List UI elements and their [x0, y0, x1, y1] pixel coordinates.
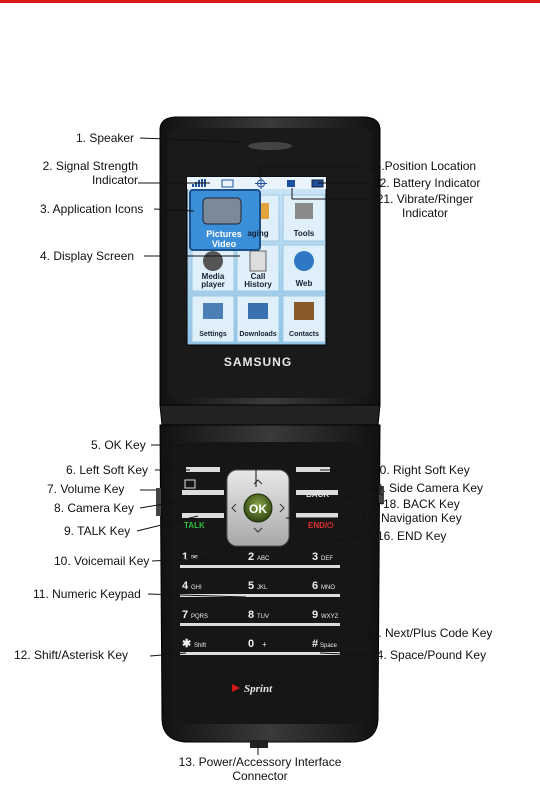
label-talk-key: 9. TALK Key	[64, 524, 131, 538]
right-soft-key	[296, 467, 330, 472]
downloads-icon	[248, 303, 268, 319]
power-accessory-connector	[250, 740, 268, 748]
talk-key	[182, 513, 224, 518]
svg-text:✱: ✱	[182, 638, 191, 650]
end-key	[296, 513, 338, 518]
label-voicemail-key: 10. Voicemail Key	[54, 554, 150, 568]
svg-text:5: 5	[248, 580, 254, 592]
nav-left-arrow-icon	[231, 503, 237, 513]
top-red-rule	[0, 0, 540, 3]
left-soft-key	[186, 467, 220, 472]
app-label-tools: Tools	[293, 229, 315, 238]
numeric-keypad: 1 ✉ 2 ABC 3 DEF 4 GHI 5 JKL 6 MNO 7 PQRS…	[180, 551, 340, 655]
lower-body: BACK TALK END/⏻ OK 1 ✉ 2 ABC 3 DEF 4 GHI…	[156, 424, 384, 748]
label-side-camera-key: 19. Side Camera Key	[369, 481, 484, 495]
svg-text:Space: Space	[320, 643, 338, 649]
svg-text:PQRS: PQRS	[191, 614, 208, 620]
label-space-pound: 14. Space/Pound Key	[370, 648, 487, 662]
camera-key	[182, 490, 224, 495]
svg-text:WXYZ: WXYZ	[321, 614, 339, 620]
web-icon	[294, 251, 314, 271]
label-shift-asterisk: 12. Shift/Asterisk Key	[14, 648, 129, 662]
nav-down-arrow-icon	[253, 527, 263, 533]
media-player-icon	[203, 251, 223, 271]
svg-text:0: 0	[248, 638, 254, 650]
upper-flip: SAMSUNG	[159, 116, 381, 406]
message-status-icon	[221, 179, 234, 188]
app-label-downloads: Downloads	[239, 331, 277, 338]
svg-text:2: 2	[248, 551, 254, 563]
svg-text:#: #	[312, 638, 318, 650]
nav-up-arrow-icon	[253, 479, 263, 485]
label-battery-indicator: 22. Battery Indicator	[373, 176, 481, 190]
app-label-settings: Settings	[199, 331, 227, 338]
app-grid	[189, 189, 326, 343]
svg-text:3: 3	[312, 551, 318, 563]
tools-icon	[295, 203, 313, 219]
nav-right-arrow-icon	[279, 503, 285, 513]
carrier-logo: Sprint	[244, 683, 273, 695]
app-label-contacts: Contacts	[289, 331, 319, 338]
label-application-icons: 3. Application Icons	[40, 202, 144, 216]
svg-text:6: 6	[312, 580, 318, 592]
hinge	[159, 404, 381, 426]
svg-text:Shift: Shift	[194, 643, 206, 649]
svg-text:ABC: ABC	[257, 556, 270, 562]
svg-text:+: +	[262, 640, 267, 649]
label-ok-key: 5. OK Key	[91, 438, 146, 452]
position-location-icon	[255, 178, 267, 189]
label-back-key: 18. BACK Key	[383, 497, 460, 511]
label-next-plus: 15. Next/Plus Code Key	[365, 626, 493, 640]
svg-text:✉: ✉	[191, 553, 198, 562]
app-label-web: Web	[295, 279, 313, 288]
label-camera-key: 8. Camera Key	[54, 501, 135, 515]
svg-text:4: 4	[182, 580, 189, 592]
brand-logo: SAMSUNG	[224, 355, 292, 369]
svg-text:8: 8	[248, 609, 254, 621]
ok-key	[243, 493, 273, 523]
label-end-key: 16. END Key	[377, 529, 447, 543]
call-history-icon	[249, 250, 267, 272]
speaker-grille	[248, 142, 292, 150]
settings-icon	[203, 303, 223, 319]
sprint-logo-icon	[232, 684, 240, 692]
svg-text:GHI: GHI	[191, 585, 202, 591]
side-camera-key	[379, 486, 384, 504]
contacts-icon	[294, 302, 314, 320]
svg-text:9: 9	[312, 609, 318, 621]
svg-text:1: 1	[182, 551, 188, 563]
vibrate-ringer-icon	[287, 180, 295, 187]
label-position-location: 23.Position Location	[368, 159, 477, 173]
label-numeric-keypad: 11. Numeric Keypad	[33, 587, 141, 601]
label-left-soft-key: 6. Left Soft Key	[66, 463, 149, 477]
back-key	[296, 490, 338, 495]
label-display-screen: 4. Display Screen	[40, 249, 135, 263]
leader-lines	[136, 137, 384, 755]
label-navigation-key: 17. Navigation Key	[361, 511, 462, 525]
svg-text:BACK: BACK	[306, 490, 329, 499]
label-speaker: 1. Speaker	[76, 131, 135, 145]
svg-text:JKL: JKL	[257, 585, 268, 591]
svg-text:TALK: TALK	[184, 521, 205, 530]
label-right-soft-key: 20. Right Soft Key	[373, 463, 470, 477]
svg-text:MNO: MNO	[321, 585, 335, 591]
app-label-messaging: aging	[247, 229, 269, 238]
svg-text:OK: OK	[249, 502, 267, 516]
camcorder-icon	[202, 197, 242, 225]
svg-text:7: 7	[182, 609, 188, 621]
svg-text:END/⏻: END/⏻	[308, 521, 334, 530]
volume-key	[156, 488, 161, 516]
label-volume-key: 7. Volume Key	[47, 482, 125, 496]
svg-text:TUV: TUV	[257, 614, 269, 620]
svg-text:DEF: DEF	[321, 556, 333, 562]
